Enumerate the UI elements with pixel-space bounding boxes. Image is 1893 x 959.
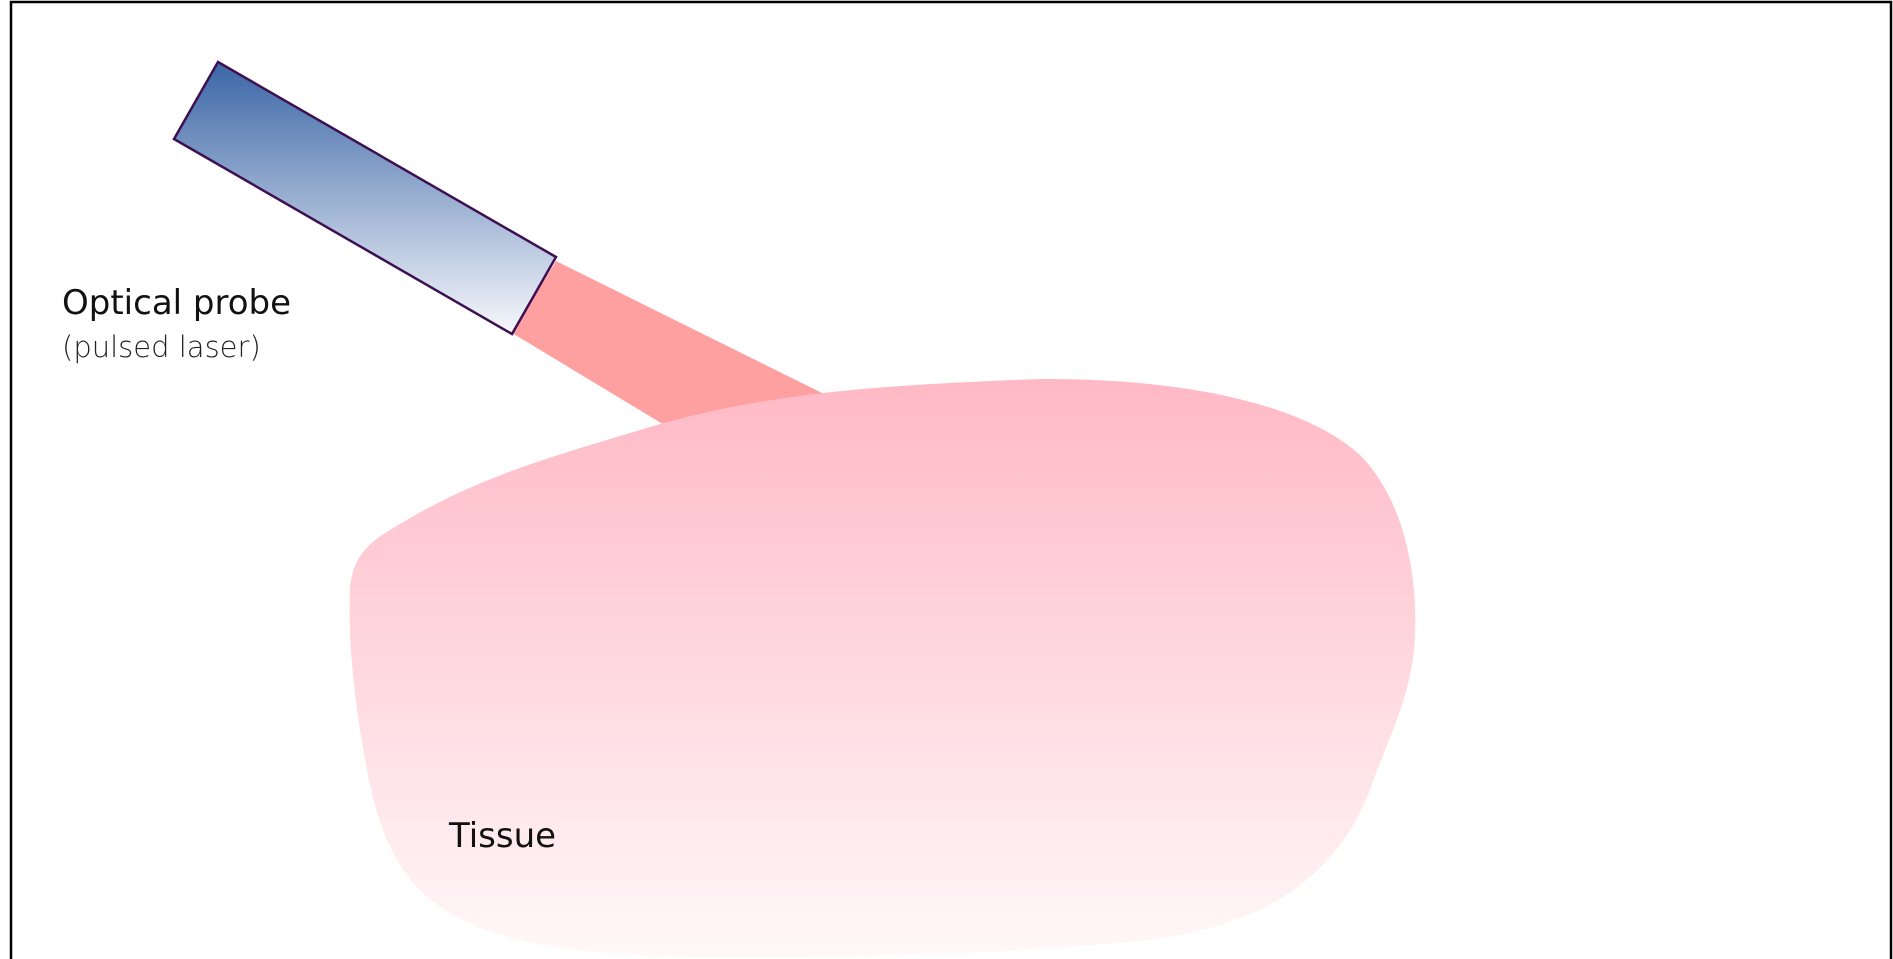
tissue-label: Tissue <box>448 816 556 856</box>
tissue-region <box>350 379 1416 957</box>
probe-subtitle-label: (pulsed laser) <box>62 330 261 364</box>
probe-title-label: Optical probe <box>62 283 291 323</box>
